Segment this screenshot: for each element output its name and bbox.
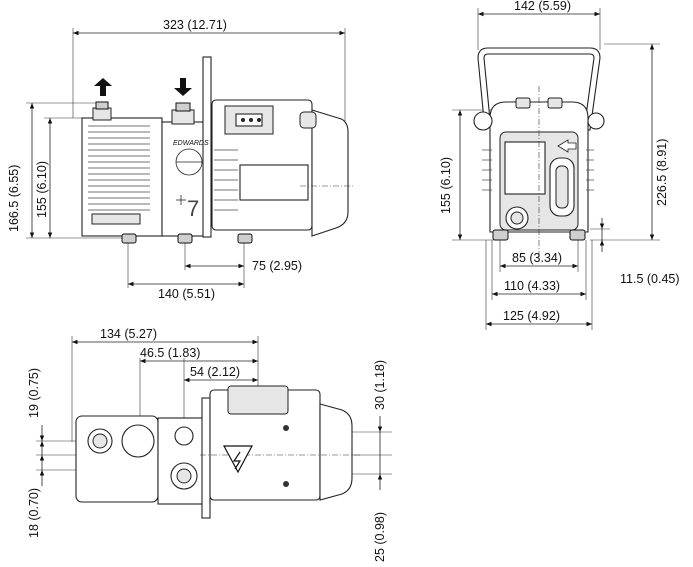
label-overall-height: 166.5 (6.55) bbox=[7, 165, 21, 232]
label-foot-offset: 75 (2.95) bbox=[252, 259, 302, 273]
inlet-arrow-icon bbox=[174, 78, 192, 96]
fan-cowl bbox=[311, 109, 349, 237]
top-fan-cowl bbox=[319, 403, 353, 501]
exhaust-arrow-icon bbox=[94, 78, 112, 96]
brand-mark: EDWARDS bbox=[173, 140, 209, 147]
label-overall-width: 125 (4.92) bbox=[503, 309, 560, 323]
label-port2-distance: 46.5 (1.83) bbox=[140, 346, 200, 360]
carry-handle-side bbox=[202, 56, 212, 238]
label-end-body-height: 155 (6.10) bbox=[439, 157, 453, 214]
label-offset-right-upper: 30 (1.18) bbox=[373, 360, 387, 410]
label-body-height: 155 (6.10) bbox=[35, 161, 49, 218]
end-foot-right bbox=[569, 229, 586, 241]
label-handle-width: 142 (5.59) bbox=[514, 0, 571, 13]
label-foot-spacing: 140 (5.51) bbox=[158, 287, 215, 301]
filler-cap-top bbox=[121, 424, 155, 458]
top-terminal-box bbox=[227, 385, 289, 415]
end-plate bbox=[504, 141, 546, 195]
label-offset-lower: 18 (0.70) bbox=[27, 488, 41, 538]
rotation-arrow-icon bbox=[557, 139, 577, 153]
inlet-port bbox=[171, 109, 195, 125]
top-view: 134 (5.27) 46.5 (1.83) 54 (2.12) 19 (0.7… bbox=[27, 327, 392, 562]
exhaust-port bbox=[92, 107, 112, 121]
label-foot-inner: 85 (3.34) bbox=[512, 251, 562, 265]
inlet-port-top bbox=[174, 426, 194, 446]
label-port1-distance: 134 (5.27) bbox=[100, 327, 157, 341]
foot-rear bbox=[237, 233, 253, 244]
label-offset-upper: 19 (0.75) bbox=[27, 368, 41, 418]
electrical-hazard-icon bbox=[222, 445, 254, 474]
label-foot-outer: 110 (4.33) bbox=[504, 279, 560, 293]
label-port3-distance: 54 (2.12) bbox=[190, 365, 240, 379]
label-offset-right-lower: 25 (0.98) bbox=[373, 512, 387, 562]
label-foot-height: 11.5 (0.45) bbox=[620, 272, 680, 286]
handle-top bbox=[201, 397, 211, 519]
label-height-handle: 226.5 (8.91) bbox=[655, 139, 669, 206]
svg-text:7: 7 bbox=[187, 196, 199, 221]
sight-glass bbox=[91, 213, 141, 225]
end-foot-left bbox=[492, 229, 509, 241]
label-total-length: 323 (12.71) bbox=[163, 18, 227, 32]
end-fins bbox=[482, 149, 594, 191]
motor-ribs bbox=[214, 149, 238, 211]
cooling-fins bbox=[88, 125, 150, 211]
side-view: EDWARDS 7 323 (12.71) 1 bbox=[7, 18, 355, 301]
motor-rating-plate bbox=[239, 164, 309, 201]
end-view: 142 (5.59) 226.5 (8.91) 155 (6.10) 85 (3… bbox=[439, 0, 680, 330]
foot-front bbox=[121, 233, 137, 244]
